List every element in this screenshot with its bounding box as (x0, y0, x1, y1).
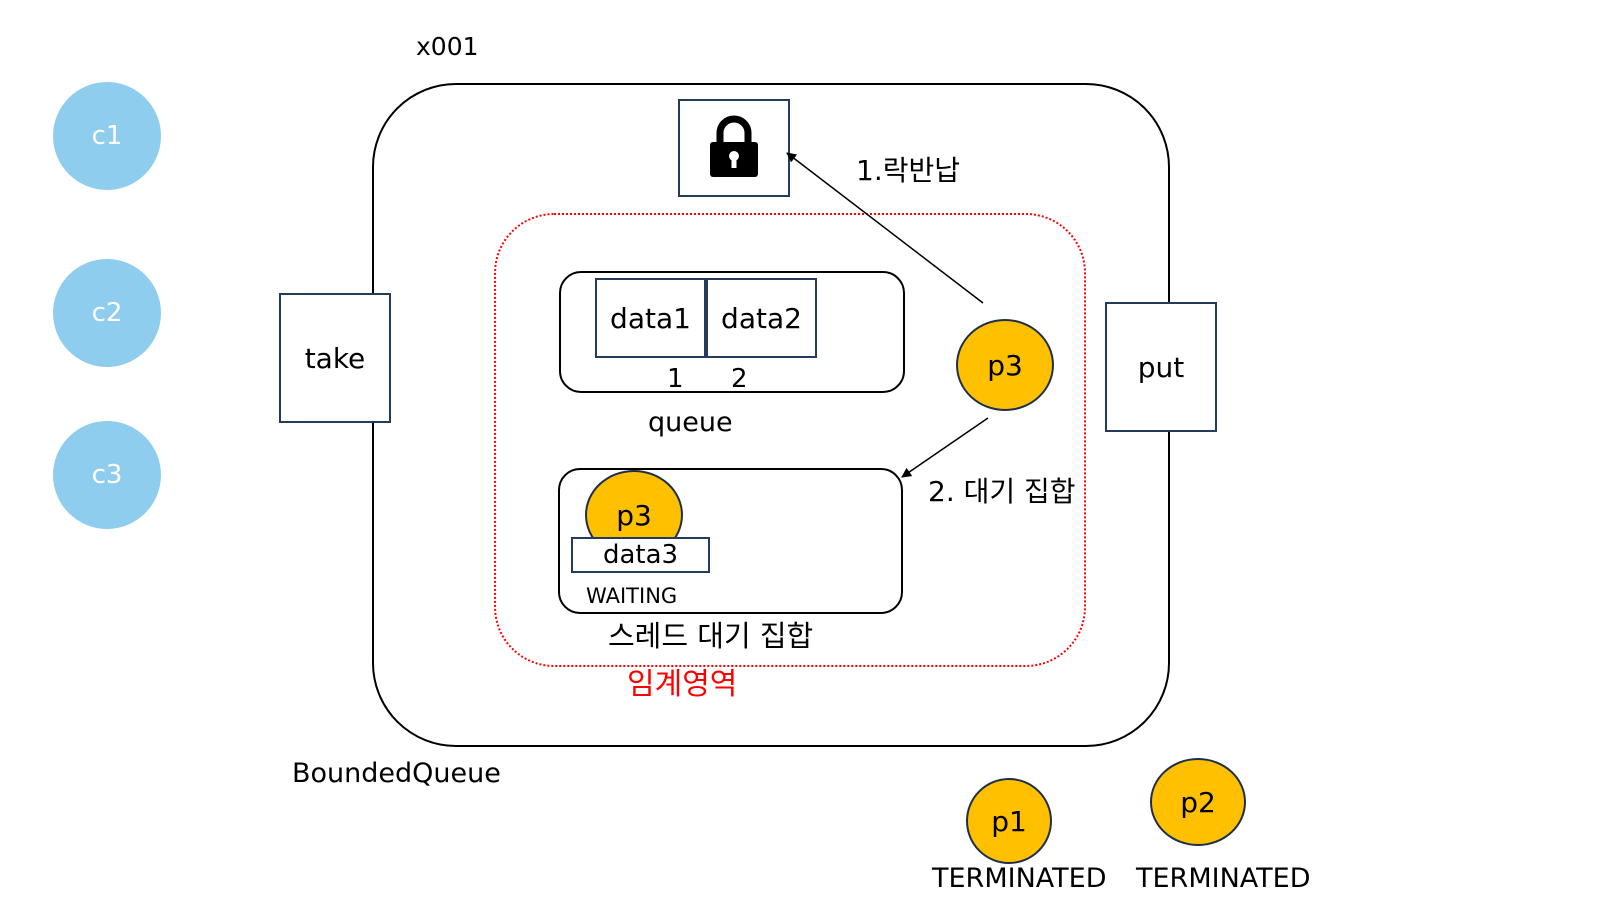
waiting-thread-label: p3 (616, 498, 652, 532)
consumer-label: c3 (91, 460, 123, 490)
consumer-label: c1 (91, 121, 123, 151)
queue-cell-label: data2 (721, 301, 802, 335)
take-method-box: take (279, 293, 391, 423)
put-method-box: put (1105, 302, 1217, 432)
producer-thread-p3: p3 (956, 319, 1054, 411)
object-reference-label: x001 (416, 32, 479, 61)
thread-wait-set-container (558, 468, 903, 614)
lock-icon (706, 113, 762, 183)
waiting-state-label: WAITING (586, 584, 678, 608)
take-method-label: take (304, 341, 366, 375)
waiting-data-box: data3 (571, 537, 710, 573)
consumer-thread-c1: c1 (53, 82, 161, 190)
queue-cell-1: data1 (595, 278, 706, 358)
queue-cell-2: data2 (706, 278, 817, 358)
waiting-data-label: data3 (602, 540, 679, 570)
producer-thread-p2: p2 (1150, 758, 1246, 846)
queue-cell-label: data1 (610, 301, 691, 335)
wait-set-step-label: 2. 대기 집합 (928, 475, 1076, 508)
queue-caption: queue (648, 407, 733, 438)
put-method-label: put (1137, 350, 1185, 384)
consumer-thread-c3: c3 (53, 421, 161, 529)
bounded-queue-label: BoundedQueue (292, 758, 501, 789)
producer-thread-p1: p1 (966, 778, 1052, 864)
queue-index-1: 1 (667, 364, 684, 394)
lock-box (678, 99, 790, 197)
critical-section-label: 임계영역 (627, 667, 738, 702)
consumer-thread-c2: c2 (53, 259, 161, 367)
wait-set-caption: 스레드 대기 집합 (608, 619, 814, 653)
producer-p1-state: TERMINATED (932, 863, 1107, 894)
producer-thread-label: p3 (987, 348, 1023, 382)
producer-thread-label: p1 (991, 804, 1027, 838)
queue-container (559, 271, 905, 393)
producer-p2-state: TERMINATED (1136, 863, 1311, 894)
consumer-label: c2 (91, 298, 123, 328)
producer-thread-label: p2 (1180, 785, 1216, 819)
release-lock-step-label: 1.락반납 (856, 154, 960, 187)
queue-index-2: 2 (731, 364, 748, 394)
